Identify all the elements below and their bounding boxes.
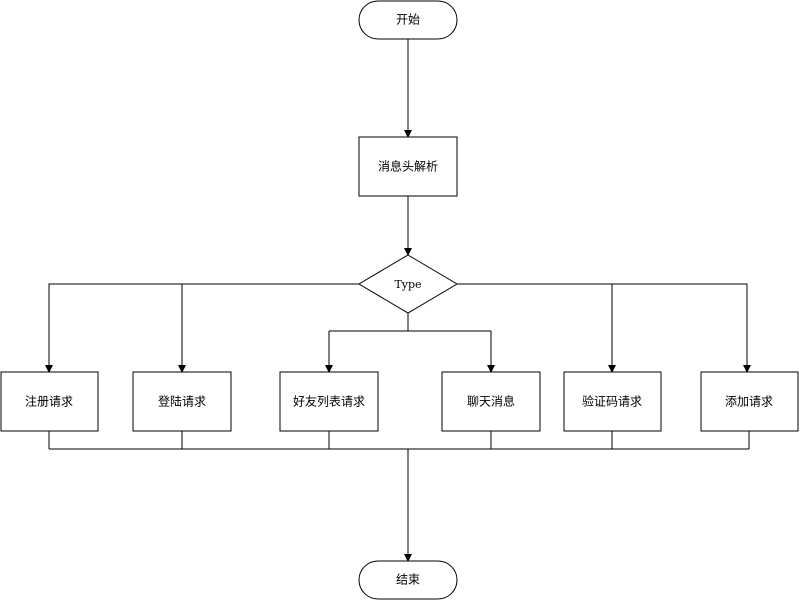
request-add-node: 添加请求 <box>700 371 799 432</box>
header-parse-node: 消息头解析 <box>358 136 458 197</box>
request-captcha-shape <box>563 371 662 432</box>
request-chat-shape <box>441 371 541 432</box>
request-register-label: 注册请求 <box>25 394 73 409</box>
request-captcha-node: 验证码请求 <box>563 371 662 432</box>
end-shape <box>358 560 458 600</box>
decision-label: Type <box>394 278 421 291</box>
header-parse-label: 消息头解析 <box>378 159 438 174</box>
request-login-node: 登陆请求 <box>132 371 232 432</box>
request-register-node: 注册请求 <box>0 371 99 432</box>
end-label: 结束 <box>396 573 420 587</box>
request-friend-list-shape <box>279 371 379 432</box>
end-node: 结束 <box>358 560 458 600</box>
decision-branches <box>45 283 751 373</box>
request-add-label: 添加请求 <box>725 395 773 409</box>
request-chat-label: 聊天消息 <box>467 394 515 409</box>
request-chat-node: 聊天消息 <box>441 371 541 432</box>
request-friend-list-node: 好友列表请求 <box>279 371 379 432</box>
branch-register <box>45 283 359 373</box>
start-label: 开始 <box>396 13 420 27</box>
type-decision-node: Type <box>358 254 458 314</box>
start-node: 开始 <box>358 0 458 40</box>
request-friend-list-label: 好友列表请求 <box>293 395 365 409</box>
merge-lines <box>48 431 750 562</box>
request-login-label: 登陆请求 <box>158 394 206 409</box>
branch-add <box>457 283 751 373</box>
request-register-shape <box>0 371 99 432</box>
request-captcha-label: 验证码请求 <box>582 394 642 409</box>
header-parse-shape <box>358 136 458 197</box>
request-login-shape <box>132 371 232 432</box>
